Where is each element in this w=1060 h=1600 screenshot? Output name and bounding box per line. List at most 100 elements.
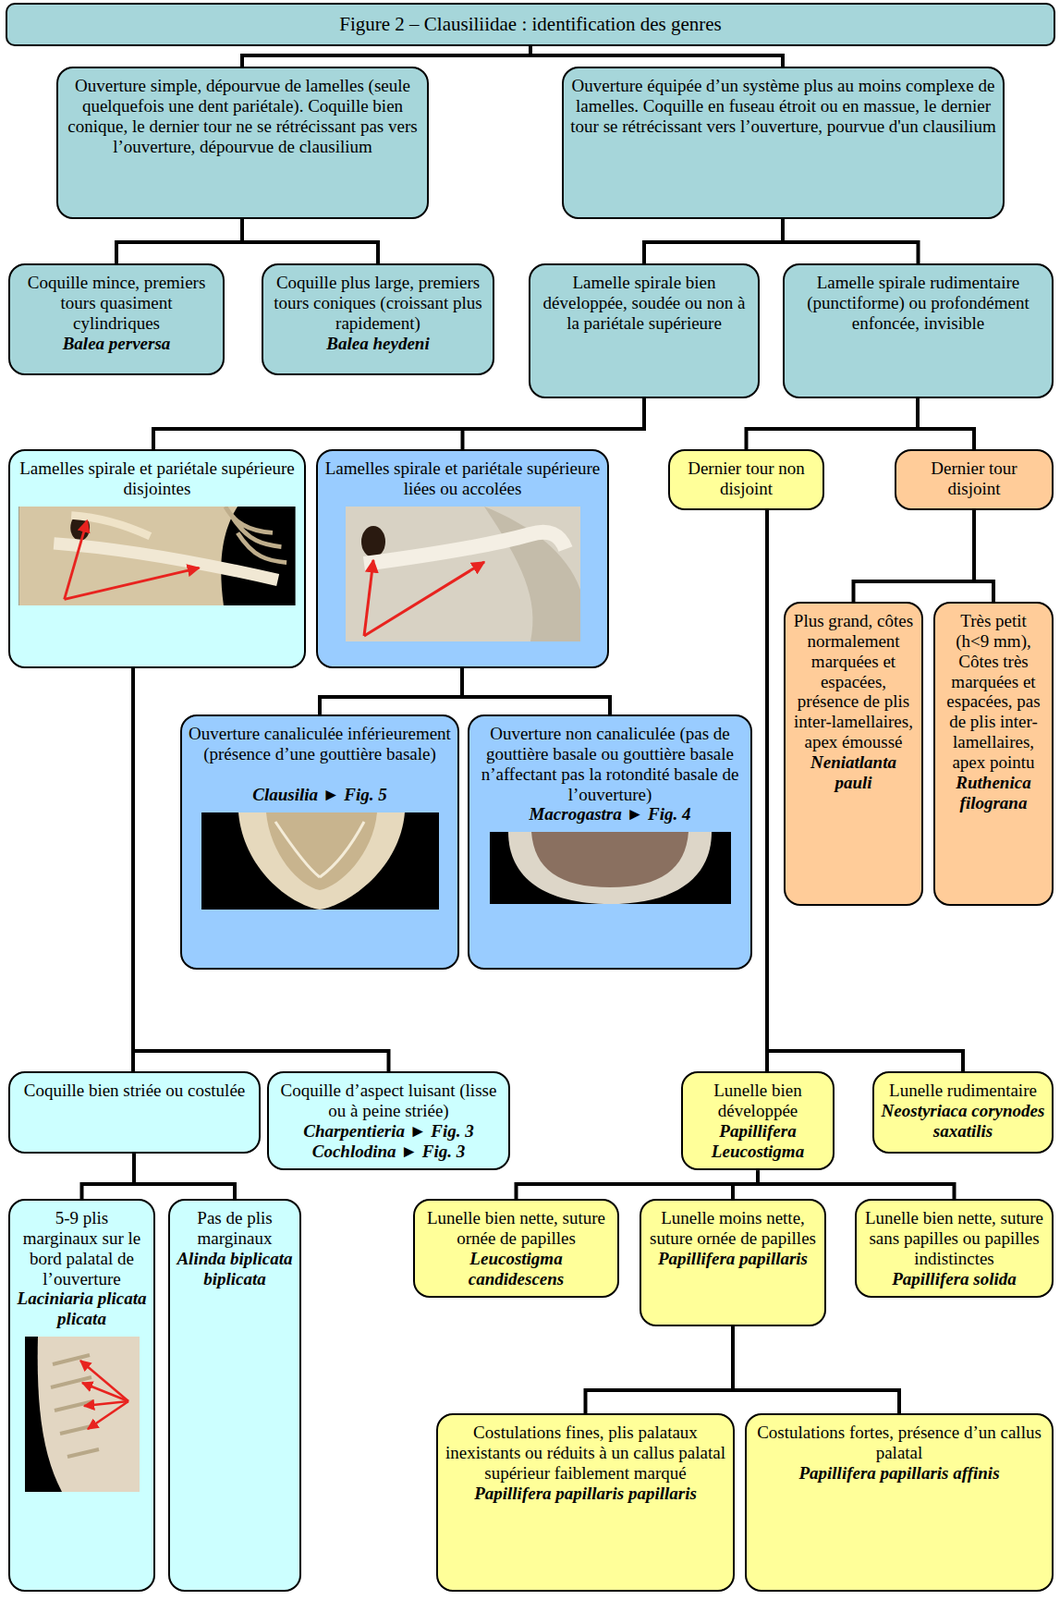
criterion-text: Lunelle bien nette, suture ornée de papi… [421, 1207, 611, 1249]
tree-connector [319, 668, 463, 715]
taxon-name: Balea perversa [16, 333, 217, 354]
criterion-text: Plus grand, côtes normalement marquées e… [791, 610, 915, 753]
taxon-name: Papillifera papillaris papillaris [444, 1483, 727, 1504]
photo-ground [201, 812, 439, 910]
criterion-text: Costulations fortes, présence d’un callu… [753, 1422, 1046, 1463]
pointer-arrow [64, 567, 200, 599]
tree-connector [746, 398, 919, 450]
criterion-text: Lamelles spirale et pariétale supérieure… [16, 458, 298, 500]
criterion-text: Coquille d’aspect luisant (lisse ou à pe… [275, 1080, 502, 1121]
shell-ribs [225, 506, 287, 563]
key-box: Très petit (h<9 mm), Côtes très marquées… [933, 601, 1054, 906]
tree-connector [974, 510, 994, 602]
tree-connector [917, 398, 975, 450]
criterion-text: Très petit (h<9 mm), Côtes très marquées… [941, 610, 1046, 773]
tree-connector [732, 1326, 900, 1414]
key-box: Coquille bien striée ou costulée [8, 1071, 261, 1154]
aperture-rim [238, 812, 405, 910]
key-box: Lunelle rudimentaireNeostyriaca corynode… [872, 1071, 1054, 1154]
key-box: Lunelle moins nette, suture ornée de pap… [639, 1198, 827, 1327]
criterion-text: Costulations fines, plis palataux inexis… [444, 1422, 727, 1484]
criterion-text: Coquille mince, premiers tours quasiment… [16, 272, 217, 334]
tree-connector [516, 1169, 759, 1199]
aperture-rim [508, 831, 712, 904]
tree-connector [853, 510, 975, 602]
pointer-arrow [64, 520, 88, 599]
title-connector [242, 46, 783, 67]
key-box: Dernier tour disjoint [894, 449, 1054, 511]
tree-connector [82, 1153, 135, 1199]
shell-photo [18, 506, 296, 606]
criterion-text: Dernier tour non disjoint [676, 458, 817, 500]
criterion-text: Dernier tour disjoint [902, 458, 1046, 500]
taxon-name: Neniatlanta pauli [791, 752, 915, 793]
key-box: Costulations fortes, présence d’un callu… [744, 1413, 1054, 1592]
aperture-photo [201, 812, 439, 910]
aperture-photo [489, 831, 732, 904]
tree-connector [242, 219, 378, 264]
lamella [364, 531, 566, 563]
criterion-text: Ouverture équipée d’un système plus au m… [570, 75, 997, 137]
taxon-name: Papillifera solida [863, 1268, 1046, 1290]
tree-connector [116, 219, 243, 264]
key-box: Ouverture simple, dépourvue de lamelles … [56, 66, 429, 220]
criterion-text: Lamelles spirale et pariétale supérieure… [324, 458, 601, 500]
diagram-title: Figure 2 – Clausiliidae : identification… [339, 12, 722, 37]
photo-ground [489, 831, 732, 904]
taxon-name: Ruthenica filograna [941, 772, 1046, 814]
key-box: Coquille mince, premiers tours quasiment… [8, 263, 225, 376]
aperture-inside [531, 831, 689, 888]
pointer-arrow [87, 1401, 129, 1429]
taxon-name: Macrogastra ► Fig. 4 [475, 804, 744, 825]
criterion-text: 5-9 plis marginaux sur le bord palatal d… [16, 1207, 147, 1289]
shell-hole [361, 525, 386, 558]
taxon-name: Laciniaria plicata plicata [16, 1288, 147, 1329]
title-band: Figure 2 – Clausiliidae : identification… [5, 2, 1056, 47]
pointer-arrow [80, 1360, 129, 1402]
key-box: Lamelles spirale et pariétale supérieure… [316, 449, 610, 669]
criterion-text: Lamelle spirale rudimentaire (punctiform… [791, 272, 1046, 334]
criterion-text: Ouverture non canaliculée (pas de goutti… [475, 723, 744, 805]
criterion-text: Pas de plis marginaux [176, 1207, 293, 1249]
key-box: Ouverture non canaliculée (pas de goutti… [467, 714, 753, 970]
key-box: Lunelle bien développéePapillifera Leuco… [681, 1071, 835, 1170]
criterion-text: Coquille plus large, premiers tours coni… [269, 272, 487, 334]
criterion-text: Lunelle bien nette, suture sans papilles… [863, 1207, 1046, 1269]
criterion-text: Ouverture canaliculée inférieurement (pr… [188, 723, 451, 765]
taxon-name: Papillifera papillaris affinis [753, 1462, 1046, 1484]
taxon-name: Papillifera Leucostigma [689, 1120, 827, 1162]
criterion-text: Coquille bien striée ou costulée [16, 1080, 253, 1101]
key-box: Ouverture canaliculée inférieurement (pr… [180, 714, 460, 970]
key-box: Coquille plus large, premiers tours coni… [261, 263, 495, 376]
photo-ground [345, 506, 581, 642]
key-box: Lamelles spirale et pariétale supérieure… [8, 449, 306, 669]
tree-connector [757, 1169, 955, 1199]
key-box: Lunelle bien nette, suture ornée de papi… [413, 1198, 620, 1298]
tree-connector [462, 398, 646, 450]
tree-connector [644, 219, 783, 264]
key-box: Plus grand, côtes normalement marquées e… [783, 601, 924, 906]
pointer-arrow [364, 561, 485, 636]
shell-wall [36, 1336, 139, 1492]
taxon-name: Papillifera papillaris [647, 1248, 818, 1269]
aperture-inside [266, 812, 378, 890]
basal-groove [275, 821, 365, 878]
key-box: Dernier tour non disjoint [668, 449, 825, 511]
criterion-text: Lamelle spirale bien développée, soudée … [536, 272, 752, 334]
tree-connector [134, 1153, 235, 1199]
tree-connector [585, 1326, 734, 1414]
key-box: Coquille d’aspect luisant (lisse ou à pe… [267, 1071, 511, 1170]
criterion-text: Lunelle bien développée [689, 1080, 827, 1121]
key-box: 5-9 plis marginaux sur le bord palatal d… [8, 1198, 156, 1592]
shell-photo [24, 1336, 140, 1492]
pointer-arrow [364, 560, 374, 636]
taxon-name: Neostyriaca corynodes saxatilis [880, 1100, 1046, 1142]
tree-connector [153, 398, 645, 450]
taxon-name: Cochlodina ► Fig. 3 [275, 1141, 502, 1162]
pointer-arrow [82, 1382, 129, 1402]
shell-photo [345, 506, 581, 642]
key-box: Ouverture équipée d’un système plus au m… [561, 66, 1005, 220]
taxon-name: Charpentieria ► Fig. 3 [275, 1120, 502, 1142]
taxon-name: Clausilia ► Fig. 5 [188, 784, 451, 805]
photo-ground [18, 506, 295, 606]
